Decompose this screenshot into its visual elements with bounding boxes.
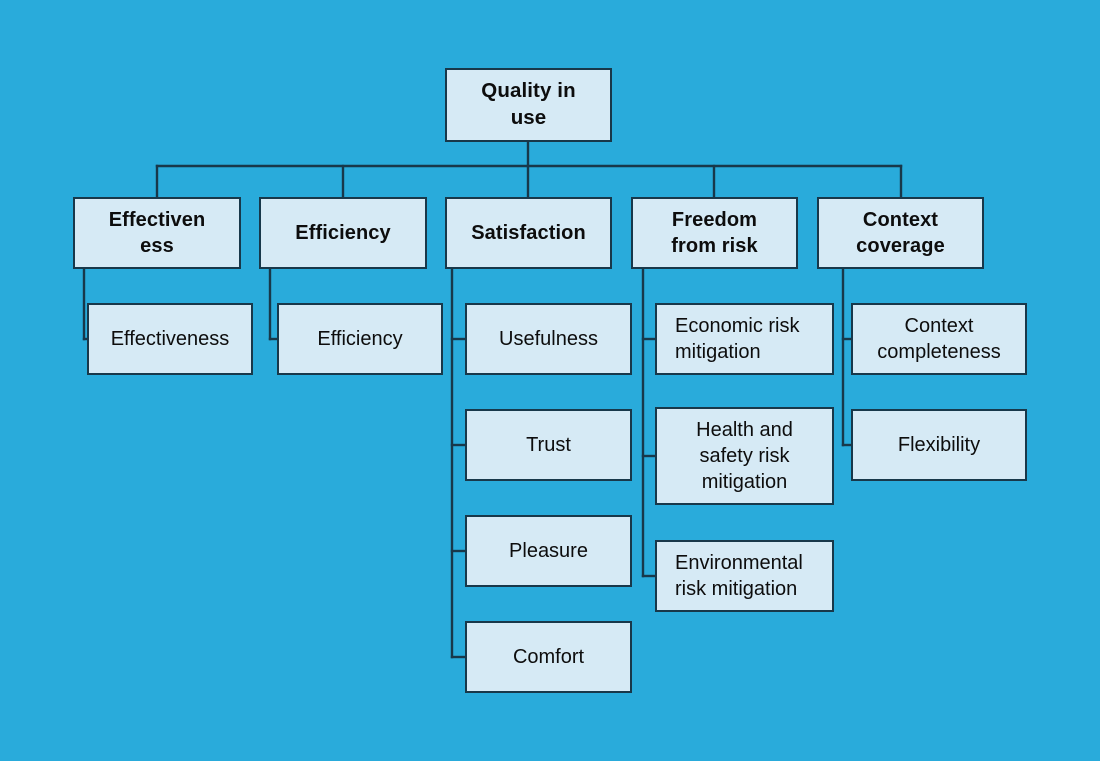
node-label: Context completeness [877, 315, 1001, 363]
node-satisfaction[interactable]: Satisfaction [445, 197, 612, 269]
node-efficiency[interactable]: Efficiency [259, 197, 427, 269]
node-label: Effectiveness [110, 328, 230, 350]
node-label: Pleasure [509, 540, 588, 562]
node-effectiveness-leaf[interactable]: Effectiveness [87, 303, 253, 375]
node-label: Quality in use [481, 79, 576, 129]
node-environmental-risk-mitigation[interactable]: Environmental risk mitigation [655, 540, 834, 612]
node-trust[interactable]: Trust [465, 409, 632, 481]
node-quality-in-use[interactable]: Quality in use [445, 68, 612, 142]
node-label: Satisfaction [471, 222, 586, 244]
node-label: Economic risk mitigation [675, 315, 800, 363]
node-label: Context coverage [856, 209, 945, 257]
node-freedom-from-risk[interactable]: Freedom from risk [631, 197, 798, 269]
node-efficiency-leaf[interactable]: Efficiency [277, 303, 443, 375]
node-label: Flexibility [897, 434, 981, 456]
node-flexibility[interactable]: Flexibility [851, 409, 1027, 481]
node-context-completeness[interactable]: Context completeness [851, 303, 1027, 375]
node-pleasure[interactable]: Pleasure [465, 515, 632, 587]
node-label: Usefulness [499, 328, 598, 350]
node-label: Environmental risk mitigation [675, 552, 803, 600]
node-usefulness[interactable]: Usefulness [465, 303, 632, 375]
node-effectiveness[interactable]: Effectiven ess [73, 197, 241, 269]
node-context-coverage[interactable]: Context coverage [817, 197, 984, 269]
node-economic-risk-mitigation[interactable]: Economic risk mitigation [655, 303, 834, 375]
node-label: Efficiency [295, 222, 391, 244]
node-label: Health and safety risk mitigation [696, 419, 793, 493]
node-label: Effectiven ess [108, 209, 206, 257]
node-health-safety-risk-mitigation[interactable]: Health and safety risk mitigation [655, 407, 834, 505]
node-label: Efficiency [317, 328, 403, 350]
node-label: Trust [526, 434, 571, 456]
node-label: Freedom from risk [671, 209, 758, 257]
node-comfort[interactable]: Comfort [465, 621, 632, 693]
node-label: Comfort [512, 646, 585, 668]
